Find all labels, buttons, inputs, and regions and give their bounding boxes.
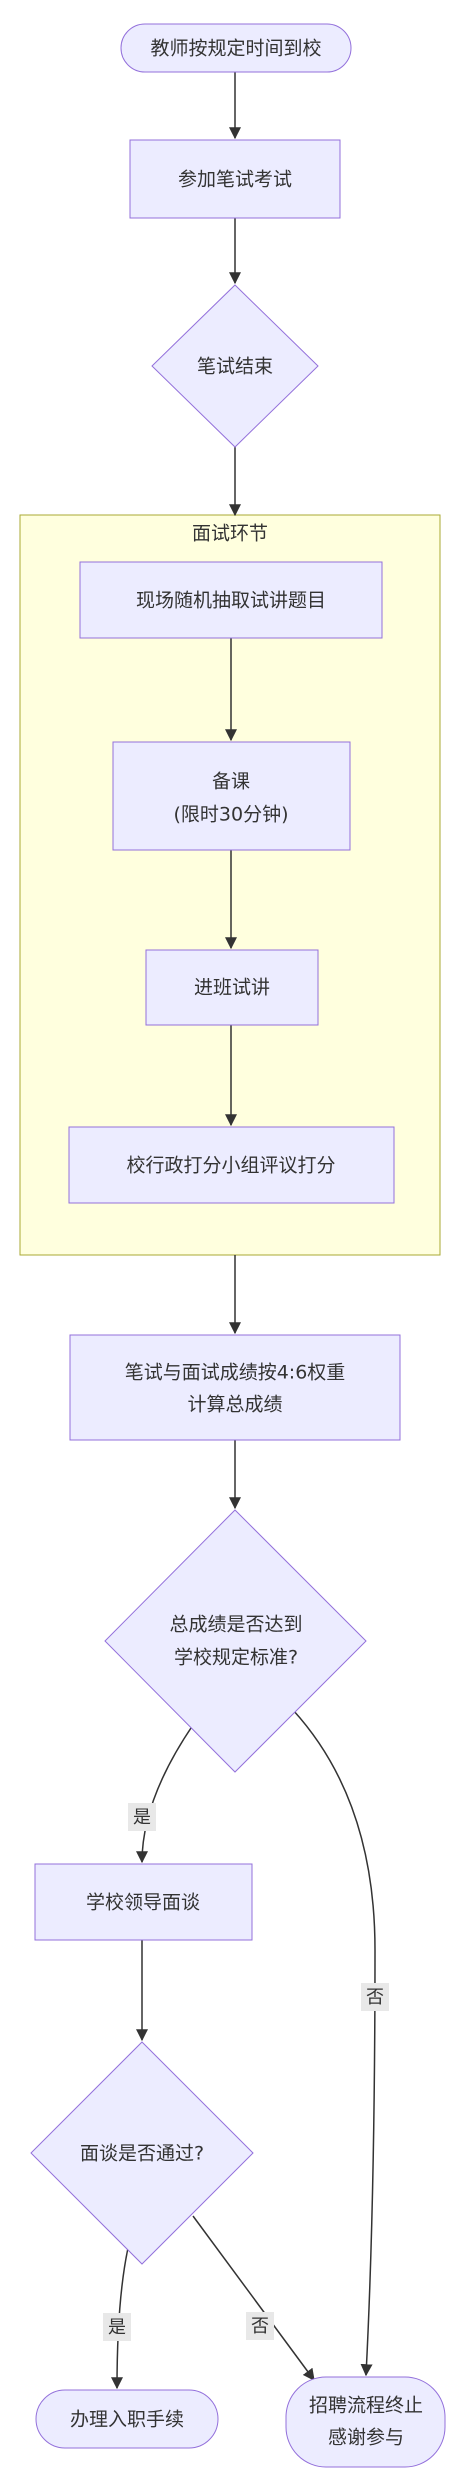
edge-standard-yes [136, 1724, 194, 1864]
edge-label-standard-no-text: 否 [366, 1987, 384, 2008]
node-total: 笔试与面试成绩按4:6权重 计算总成绩 [69, 1334, 401, 1441]
node-standard-label-line2: 学校规定标准? [174, 1647, 298, 1669]
edge-label-interview-yes: 是 [103, 2313, 131, 2341]
edges [111, 72, 376, 2390]
node-scoring-label: 校行政打分小组评议打分 [126, 1155, 335, 1177]
node-written-end: 笔试结束 [151, 284, 319, 448]
node-standard-label-line1: 总成绩是否达到 [169, 1614, 302, 1636]
node-prepare-label-line2: (限时30分钟) [173, 804, 288, 826]
edge-label-interview-no-text: 否 [251, 2316, 269, 2337]
node-total-label-line1: 笔试与面试成绩按4:6权重 [125, 1362, 346, 1384]
node-trial-lecture-label: 进班试讲 [194, 977, 270, 999]
node-prepare-label-line1: 备课 [212, 771, 250, 793]
node-prepare: 备课 (限时30分钟) [112, 741, 351, 851]
edge-label-standard-no: 否 [361, 1983, 389, 2011]
node-standard: 总成绩是否达到 学校规定标准? [104, 1509, 367, 1773]
node-trial-lecture: 进班试讲 [145, 949, 319, 1026]
edge-interview-yes [111, 2247, 129, 2390]
edge-label-standard-yes-text: 是 [133, 1807, 151, 1828]
node-scoring: 校行政打分小组评议打分 [68, 1126, 395, 1204]
node-interview-pass: 面谈是否通过? [30, 2041, 254, 2265]
node-leader-interview: 学校领导面谈 [34, 1863, 253, 1941]
node-written-end-label: 笔试结束 [197, 356, 273, 378]
edge-label-interview-no: 否 [246, 2312, 274, 2340]
edge-label-standard-yes: 是 [128, 1803, 156, 1831]
node-end-label-line2: 感谢参与 [328, 2427, 404, 2449]
edge-label-interview-yes-text: 是 [108, 2317, 126, 2338]
node-interview-pass-label: 面谈是否通过? [80, 2143, 204, 2165]
node-draw-topic: 现场随机抽取试讲题目 [79, 561, 383, 639]
node-onboard: 办理入职手续 [35, 2389, 219, 2449]
node-onboard-label: 办理入职手续 [70, 2409, 184, 2431]
node-leader-interview-label: 学校领导面谈 [86, 1892, 200, 1914]
node-total-label-line2: 计算总成绩 [187, 1394, 282, 1416]
edge-standard-no [292, 1709, 376, 2377]
node-end: 招聘流程终止 感谢参与 [285, 2376, 446, 2468]
node-written-exam-label: 参加笔试考试 [178, 169, 292, 191]
node-start: 教师按规定时间到校 [120, 23, 352, 73]
node-start-label: 教师按规定时间到校 [150, 38, 321, 60]
node-draw-topic-label: 现场随机抽取试讲题目 [136, 590, 326, 612]
interview-cluster-title: 面试环节 [192, 523, 268, 545]
edge-interview-no [192, 2215, 315, 2381]
node-written-exam: 参加笔试考试 [129, 139, 341, 219]
node-end-label-line1: 招聘流程终止 [309, 2395, 423, 2417]
